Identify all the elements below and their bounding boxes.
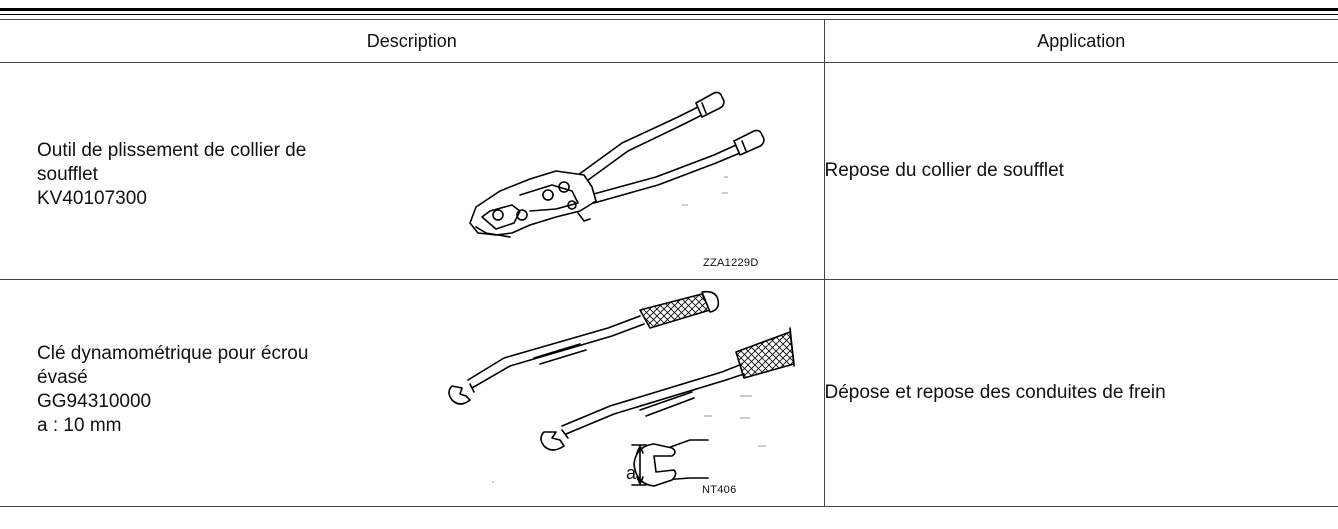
- tool-dimension: a : 10 mm: [37, 415, 122, 436]
- top-rule-thin: [0, 14, 1338, 15]
- header-row: Description Application: [0, 19, 1338, 63]
- top-rule: [0, 8, 1338, 11]
- figure-code: NT406: [702, 484, 737, 496]
- tool-part-number: GG94310000: [37, 391, 152, 412]
- description-cell: Clé dynamométrique pour écrou évasé GG94…: [0, 279, 825, 507]
- table-row: Clé dynamométrique pour écrou évasé GG94…: [0, 279, 1338, 507]
- table-row: Outil de plissement de collier de souffl…: [0, 62, 1338, 280]
- header-application: Application: [823, 19, 1338, 63]
- application-cell: Dépose et repose des conduites de frein: [823, 279, 1338, 507]
- dimension-label: a: [626, 463, 637, 483]
- figure-code: ZZA1229D: [703, 257, 759, 269]
- tool-part-number: KV40107300: [37, 188, 147, 209]
- tool-name-line-1: Outil de plissement de collier de: [37, 140, 307, 161]
- tool-name-line-2: soufflet: [37, 164, 98, 185]
- header-description: Description: [0, 19, 825, 63]
- description-text: Outil de plissement de collier de souffl…: [37, 139, 306, 211]
- description-cell: Outil de plissement de collier de souffl…: [0, 62, 825, 280]
- application-cell: Repose du collier de soufflet: [823, 62, 1338, 280]
- description-text: Clé dynamométrique pour écrou évasé GG94…: [37, 342, 308, 438]
- boot-band-crimping-tool-icon: [469, 91, 765, 238]
- tool-name-line-2: évasé: [37, 367, 88, 388]
- tool-name-line-1: Clé dynamométrique pour écrou: [37, 343, 309, 364]
- flare-nut-torque-wrench-icon: [448, 290, 795, 487]
- special-tools-table: Description Application Outil de plissem…: [0, 19, 1338, 507]
